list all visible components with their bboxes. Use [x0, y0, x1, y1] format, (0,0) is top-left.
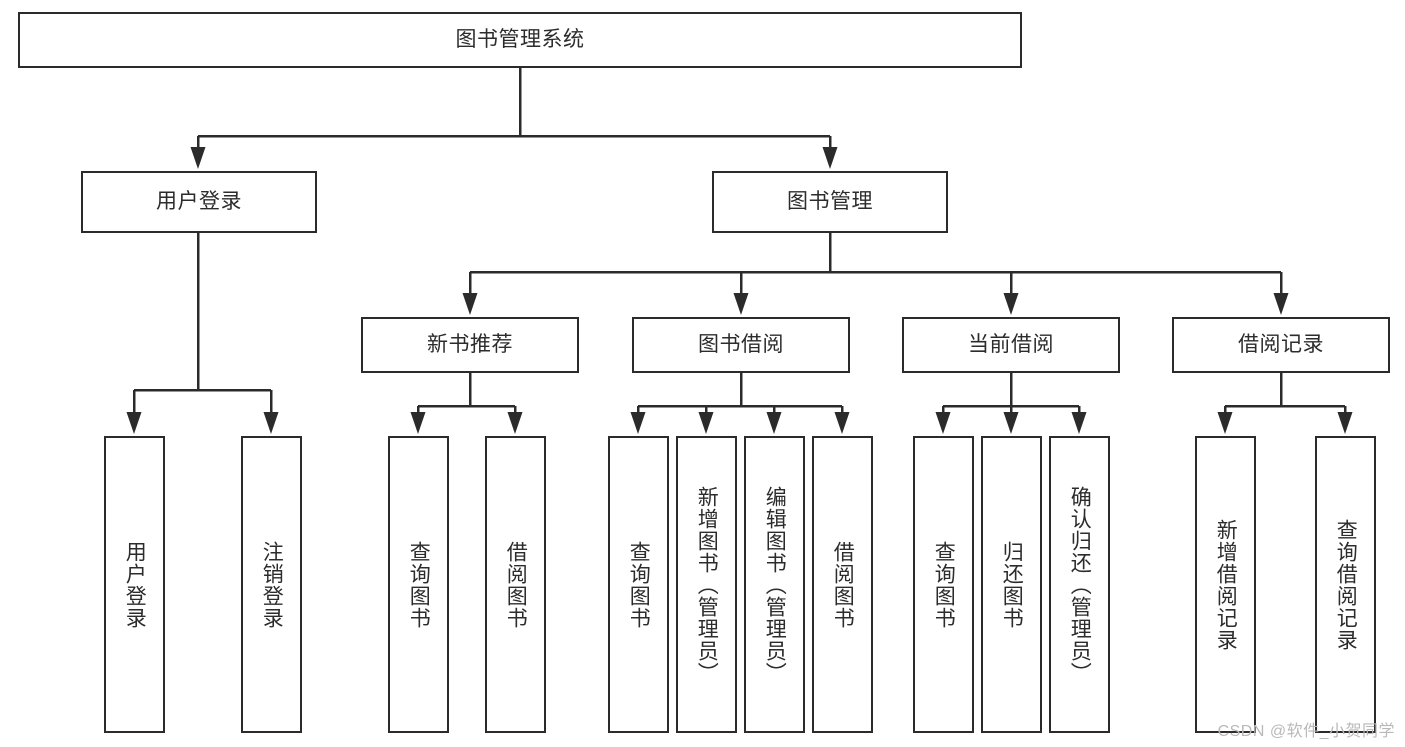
- node-label-book-management: 图书管理: [787, 190, 873, 214]
- node-label-leaf-user-login: 用户登录: [123, 540, 147, 629]
- node-label-leaf-add-borrow-record: 新增借阅记录: [1214, 518, 1238, 651]
- csdn-watermark: CSDN @软件_小贺同学: [1217, 723, 1395, 740]
- node-label-leaf-borrow-book: 借阅图书: [831, 540, 855, 629]
- node-leaf-borrow-book-recommend[interactable]: 借阅图书: [485, 436, 546, 733]
- node-label-current-borrow: 当前借阅: [968, 333, 1054, 357]
- node-leaf-query-borrow-record[interactable]: 查询借阅记录: [1315, 436, 1376, 733]
- node-label-leaf-return-book: 归还图书: [1000, 540, 1024, 629]
- node-book-borrow[interactable]: 图书借阅: [632, 317, 850, 373]
- node-label-borrow-record: 借阅记录: [1238, 333, 1324, 357]
- node-label-book-borrow: 图书借阅: [698, 333, 784, 357]
- arrowhead-leaf-confirm-return-admin: [1071, 412, 1087, 434]
- node-leaf-confirm-return-admin[interactable]: 确认归还（管理员）: [1049, 436, 1110, 733]
- node-leaf-query-book-current[interactable]: 查询图书: [913, 436, 974, 733]
- node-label-leaf-query-borrow-record: 查询借阅记录: [1334, 518, 1358, 651]
- node-leaf-return-book[interactable]: 归还图书: [981, 436, 1042, 733]
- node-current-borrow[interactable]: 当前借阅: [902, 317, 1120, 373]
- arrowhead-leaf-user-login: [126, 412, 142, 434]
- node-label-leaf-query-book-current: 查询图书: [932, 540, 956, 629]
- node-leaf-query-book-borrow[interactable]: 查询图书: [608, 436, 669, 733]
- arrowhead-leaf-query-book-current: [935, 412, 951, 434]
- node-borrow-record[interactable]: 借阅记录: [1172, 317, 1390, 373]
- arrowhead-leaf-return-book: [1003, 412, 1019, 434]
- node-leaf-add-book-admin[interactable]: 新增图书（管理员）: [676, 436, 737, 733]
- arrowhead-user-login: [190, 147, 206, 169]
- node-leaf-edit-book-admin[interactable]: 编辑图书（管理员）: [744, 436, 805, 733]
- node-leaf-borrow-book[interactable]: 借阅图书: [812, 436, 873, 733]
- arrowhead-book-management: [822, 147, 838, 169]
- arrowhead-leaf-logout: [263, 412, 279, 434]
- arrowhead-leaf-query-book-recommend: [410, 412, 426, 434]
- node-leaf-query-book-recommend[interactable]: 查询图书: [388, 436, 449, 733]
- arrowhead-book-borrow: [733, 293, 749, 315]
- node-label-leaf-edit-book-admin: 编辑图书（管理员）: [763, 485, 787, 684]
- node-leaf-add-borrow-record[interactable]: 新增借阅记录: [1195, 436, 1256, 733]
- node-label-leaf-add-book-admin: 新增图书（管理员）: [695, 485, 719, 684]
- arrowhead-new-book-recommend: [462, 293, 478, 315]
- node-label-leaf-borrow-book-recommend: 借阅图书: [504, 540, 528, 629]
- node-label-leaf-query-book-borrow: 查询图书: [627, 540, 651, 629]
- arrowhead-borrow-record: [1273, 293, 1289, 315]
- node-label-leaf-query-book-recommend: 查询图书: [407, 540, 431, 629]
- node-leaf-logout[interactable]: 注销登录: [241, 436, 302, 733]
- node-label-new-book-recommend: 新书推荐: [427, 333, 513, 357]
- arrowhead-leaf-borrow-book: [834, 412, 850, 434]
- node-user-login[interactable]: 用户登录: [81, 171, 317, 233]
- node-label-leaf-logout: 注销登录: [260, 540, 284, 629]
- node-label-root: 图书管理系统: [455, 28, 585, 52]
- arrowhead-leaf-borrow-book-recommend: [507, 412, 523, 434]
- node-leaf-user-login[interactable]: 用户登录: [104, 436, 165, 733]
- node-root[interactable]: 图书管理系统: [18, 12, 1022, 68]
- arrowhead-current-borrow: [1003, 293, 1019, 315]
- node-label-user-login: 用户登录: [156, 190, 242, 214]
- arrowhead-leaf-query-book-borrow: [630, 412, 646, 434]
- arrowhead-leaf-add-book-admin: [698, 412, 714, 434]
- node-book-management[interactable]: 图书管理: [712, 171, 948, 233]
- node-new-book-recommend[interactable]: 新书推荐: [361, 317, 579, 373]
- arrowhead-leaf-add-borrow-record: [1217, 412, 1233, 434]
- arrowhead-leaf-edit-book-admin: [766, 412, 782, 434]
- node-label-leaf-confirm-return-admin: 确认归还（管理员）: [1068, 485, 1092, 684]
- arrowhead-leaf-query-borrow-record: [1337, 412, 1353, 434]
